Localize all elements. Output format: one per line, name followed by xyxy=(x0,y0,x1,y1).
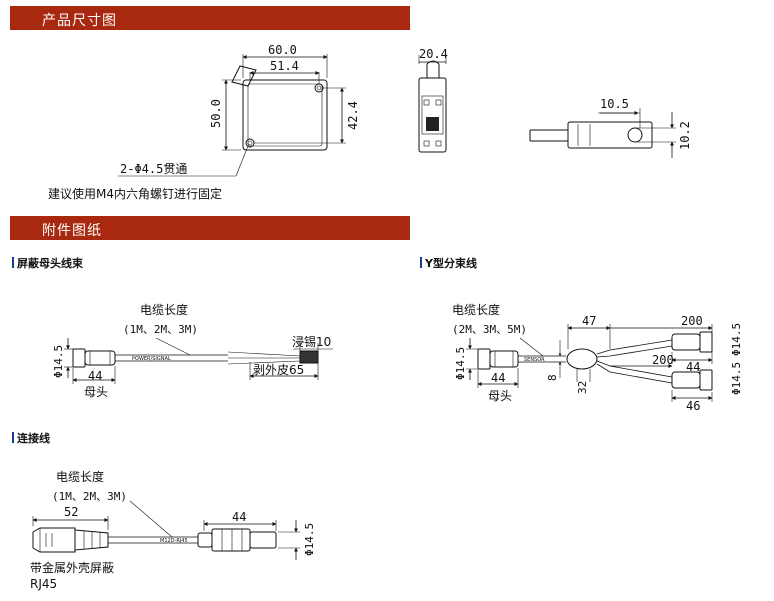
y-length-options: (2M、3M、5M) xyxy=(452,323,527,336)
subhead-connect-cable-label: 连接线 xyxy=(17,432,50,445)
connect-rj-label: RJ45 xyxy=(30,577,57,591)
y-branch-1-nut xyxy=(699,331,713,353)
shield-cable-print: POWER/SIGNAL xyxy=(132,356,171,362)
shield-strip-label: 剥外皮65 xyxy=(253,363,304,377)
y-length-label: 电缆长度 xyxy=(452,302,500,317)
dim-front-height: 50.0 xyxy=(209,99,223,128)
shield-diameter: Φ14.5 xyxy=(52,345,65,378)
subhead-connect-cable: 连接线 xyxy=(12,430,50,446)
shield-connector-length: 44 xyxy=(88,369,102,383)
section-banner-accessories: 附件图纸 xyxy=(10,216,410,240)
accent-bar xyxy=(12,257,14,268)
connect-cable-drawing xyxy=(32,500,300,560)
y-connector-body xyxy=(489,350,519,368)
side-display xyxy=(426,117,439,131)
connect-length-label: 电缆长度 xyxy=(56,469,104,484)
side-view-drawing xyxy=(418,55,447,153)
y-cable-print: SENSOR xyxy=(524,357,545,363)
connect-length-options: (1M、2M、3M) xyxy=(52,490,127,503)
shield-length-options: (1M、2M、3M) xyxy=(123,323,198,336)
y-branch-1-body xyxy=(671,333,701,351)
y-branch-2-body xyxy=(671,371,701,389)
hole-note: 2-Φ4.5贯通 xyxy=(120,162,187,176)
y-diameter-main: Φ14.5 xyxy=(454,347,467,380)
shield-tin-label: 浸锡10 xyxy=(292,334,331,349)
connect-shield-label: 带金属外壳屏蔽 xyxy=(30,560,114,575)
connect-cable-print: M12D-RJ45 xyxy=(160,538,188,544)
y-branch-2-nut xyxy=(699,369,713,391)
section-title-dimensions: 产品尺寸图 xyxy=(42,13,117,29)
front-body-inner xyxy=(247,83,323,147)
mount-note: 建议使用M4内六角螺钉进行固定 xyxy=(48,186,222,201)
bottom-tab xyxy=(529,129,568,142)
y-dim-8: 8 xyxy=(546,374,559,381)
y-connector-nut xyxy=(477,348,491,370)
dim-side-thickness: 20.4 xyxy=(419,47,448,61)
shield-connector-name: 母头 xyxy=(84,385,108,399)
rj45-plug xyxy=(32,527,76,553)
section-banner-dimensions: 产品尺寸图 xyxy=(10,6,410,30)
shield-length-label: 电缆长度 xyxy=(140,302,188,317)
y-split-len: 47 xyxy=(582,314,596,328)
bottom-body xyxy=(567,121,653,149)
dim-bottom-height: 10.2 xyxy=(678,121,692,150)
bottom-hole xyxy=(627,127,643,143)
subhead-y-cable: Y型分束线 xyxy=(420,255,477,271)
y-connector-length: 44 xyxy=(491,371,505,385)
m12-nut xyxy=(249,531,277,549)
m12-body xyxy=(211,528,251,552)
connector-nut xyxy=(72,348,86,368)
front-tab xyxy=(231,65,257,87)
subhead-shield-cable: 屏蔽母头线束 xyxy=(12,255,83,271)
m12-tail xyxy=(197,532,213,548)
front-view-drawing xyxy=(118,54,346,177)
y-cable-drawing xyxy=(466,324,713,402)
connect-rj-len: 52 xyxy=(64,505,78,519)
y-splitter xyxy=(566,348,598,370)
dim-front-height-inner: 42.4 xyxy=(346,101,360,130)
dim-front-width: 60.0 xyxy=(268,43,297,57)
bottom-view-drawing xyxy=(529,108,676,158)
y-branch-conn-1: 44 xyxy=(686,360,700,374)
connector-body xyxy=(84,350,116,366)
side-tab xyxy=(426,60,440,78)
y-diameter-b2: Φ14.5 xyxy=(730,362,743,395)
section-title-accessories: 附件图纸 xyxy=(42,223,102,239)
rj45-boot xyxy=(74,529,109,551)
y-diameter-b1: Φ14.5 xyxy=(730,323,743,356)
connect-conn-len: 44 xyxy=(232,510,246,524)
dim-front-width-inner: 51.4 xyxy=(270,59,299,73)
y-dim-32: 32 xyxy=(576,381,589,394)
y-branch-conn-2: 46 xyxy=(686,399,700,413)
accent-bar xyxy=(420,257,422,268)
dim-bottom-width: 10.5 xyxy=(600,97,629,111)
front-body xyxy=(242,79,328,151)
tin-tips xyxy=(299,350,319,364)
subhead-y-cable-label: Y型分束线 xyxy=(425,257,477,270)
subhead-shield-cable-label: 屏蔽母头线束 xyxy=(17,257,83,270)
y-branch-len-2: 200 xyxy=(652,353,674,367)
connect-diameter: Φ14.5 xyxy=(303,523,316,556)
y-connector-name: 母头 xyxy=(488,389,512,403)
shield-cable-drawing xyxy=(64,337,333,384)
side-body xyxy=(418,77,447,153)
y-branch-len-1: 200 xyxy=(681,314,703,328)
accent-bar xyxy=(12,432,14,443)
